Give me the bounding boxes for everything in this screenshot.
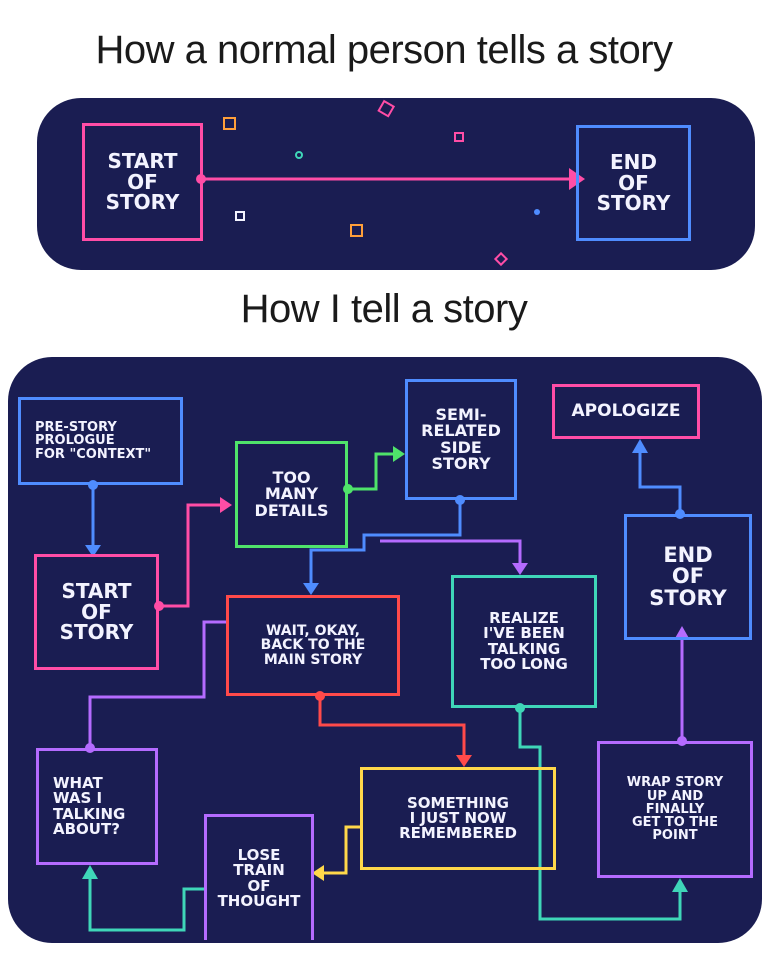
- pre-story-prologue-box: PRE-STORY PROLOGUE FOR "CONTEXT": [18, 397, 183, 485]
- normal-story-caption: How a normal person tells a story: [95, 28, 673, 72]
- my-story-panel: PRE-STORY PROLOGUE FOR "CONTEXT" START O…: [8, 357, 762, 943]
- something-i-just-remembered-box: SOMETHING I JUST NOW REMEMBERED: [360, 767, 556, 870]
- lose-train-of-thought-box: LOSE TRAIN OF THOUGHT: [204, 814, 314, 940]
- normal-story-connectors: [196, 99, 585, 267]
- wrap-story-up-box: WRAP STORY UP AND FINALLY GET TO THE POI…: [597, 741, 753, 878]
- realize-talking-too-long-box: REALIZE I'VE BEEN TALKING TOO LONG: [451, 575, 597, 708]
- normal-end-of-story-box: END OF STORY: [576, 125, 691, 241]
- my-end-of-story-box: END OF STORY: [624, 514, 752, 640]
- semi-related-side-story-box: SEMI- RELATED SIDE STORY: [405, 379, 517, 500]
- too-many-details-box: TOO MANY DETAILS: [235, 441, 348, 548]
- what-was-i-talking-about-box: WHAT WAS I TALKING ABOUT?: [36, 748, 158, 865]
- my-story-connectors: [82, 439, 690, 932]
- apologize-box: APOLOGIZE: [552, 384, 700, 439]
- normal-story-panel: START OF STORY END OF STORY: [37, 98, 755, 270]
- normal-start-of-story-box: START OF STORY: [82, 123, 203, 241]
- my-story-caption: How I tell a story: [240, 287, 528, 331]
- my-start-of-story-box: START OF STORY: [34, 554, 159, 670]
- wait-okay-back-to-main-story-box: WAIT, OKAY, BACK TO THE MAIN STORY: [226, 595, 400, 696]
